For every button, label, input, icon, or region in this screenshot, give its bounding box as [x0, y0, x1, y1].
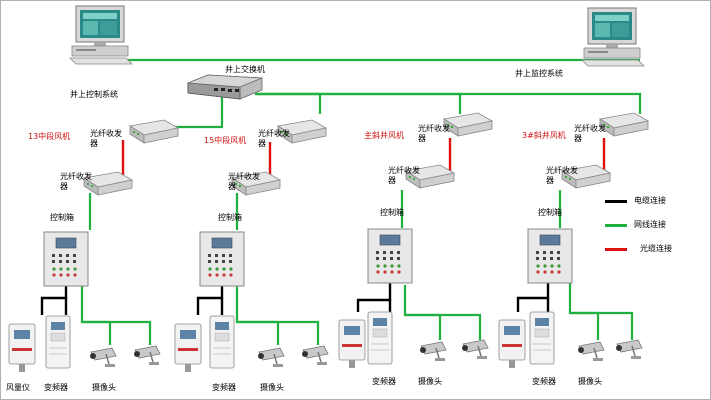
camera-label-2: 摄像头	[260, 383, 284, 392]
fan-label-3: 主斜井风机	[364, 131, 404, 140]
surface-monitor-computer	[581, 7, 645, 67]
surface-control-computer	[69, 5, 133, 65]
anemometer-label: 风量仪	[6, 383, 30, 392]
transceiver-label-3b: 光纤收发器	[388, 166, 420, 185]
surface-switch-label: 井上交换机	[225, 65, 265, 74]
fan-label-4: 3#斜井风机	[522, 131, 566, 140]
sensor-device-2	[174, 323, 202, 373]
surface-monitor-label: 井上监控系统	[515, 69, 563, 78]
control-box-label-4: 控制箱	[538, 208, 562, 217]
transceiver-label-1a: 光纤收发器	[90, 129, 122, 148]
legend-label-fiber: 光缆连接	[640, 244, 672, 253]
control-box-4	[527, 228, 573, 284]
vfd-label-4: 变频器	[532, 377, 556, 386]
camera-2a-icon	[257, 347, 285, 368]
control-box-1	[43, 231, 89, 287]
transceiver-label-2a: 光纤收发器	[258, 129, 290, 148]
surface-control-label: 井上控制系统	[70, 90, 118, 99]
fan-label-2: 15中段风机	[204, 136, 247, 145]
surface-switch	[187, 74, 263, 100]
vfd-device-4	[529, 311, 555, 365]
legend-swatch-network	[605, 224, 627, 227]
camera-4b-icon	[615, 339, 643, 360]
camera-3b-icon	[461, 339, 489, 360]
control-box-3	[367, 228, 413, 284]
transceiver-label-4a: 光纤收发器	[574, 124, 606, 143]
transceiver-label-4b: 光纤收发器	[546, 166, 578, 185]
transceiver-label-1b: 光纤收发器	[60, 172, 92, 191]
camera-4a-icon	[577, 341, 605, 362]
camera-label-3: 摄像头	[418, 377, 442, 386]
vfd-device-3	[367, 311, 393, 365]
vfd-device-2	[209, 315, 235, 369]
camera-2b-icon	[301, 345, 329, 366]
camera-label-4: 摄像头	[578, 377, 602, 386]
legend-label-network: 网线连接	[634, 220, 666, 229]
camera-1b-icon	[133, 345, 161, 366]
vfd-label-3: 变频器	[372, 377, 396, 386]
control-box-2	[199, 231, 245, 287]
legend-swatch-cable	[605, 200, 627, 203]
transceiver-label-2b: 光纤收发器	[228, 172, 260, 191]
vfd-label-2: 变频器	[212, 383, 236, 392]
camera-label-1: 摄像头	[92, 383, 116, 392]
vfd-device-1	[45, 315, 71, 369]
network-cable-lines	[80, 58, 642, 345]
camera-1a-icon	[89, 347, 117, 368]
optical-transceiver-upper-1	[129, 119, 179, 144]
legend-label-cable: 电缆连接	[634, 196, 666, 205]
power-cable-lines	[40, 282, 550, 315]
sensor-device-4	[498, 319, 526, 369]
transceiver-label-3a: 光纤收发器	[418, 124, 450, 143]
camera-3a-icon	[419, 341, 447, 362]
fiber-cable-lines	[121, 138, 606, 182]
control-box-label-1: 控制箱	[50, 213, 74, 222]
control-box-label-2: 控制箱	[218, 213, 242, 222]
fan-label-1: 13中段风机	[28, 132, 71, 141]
vfd-label-1: 变频器	[44, 383, 68, 392]
sensor-device-3	[338, 319, 366, 369]
anemometer-device	[8, 323, 36, 373]
legend-swatch-fiber	[605, 248, 627, 251]
control-box-label-3: 控制箱	[380, 208, 404, 217]
